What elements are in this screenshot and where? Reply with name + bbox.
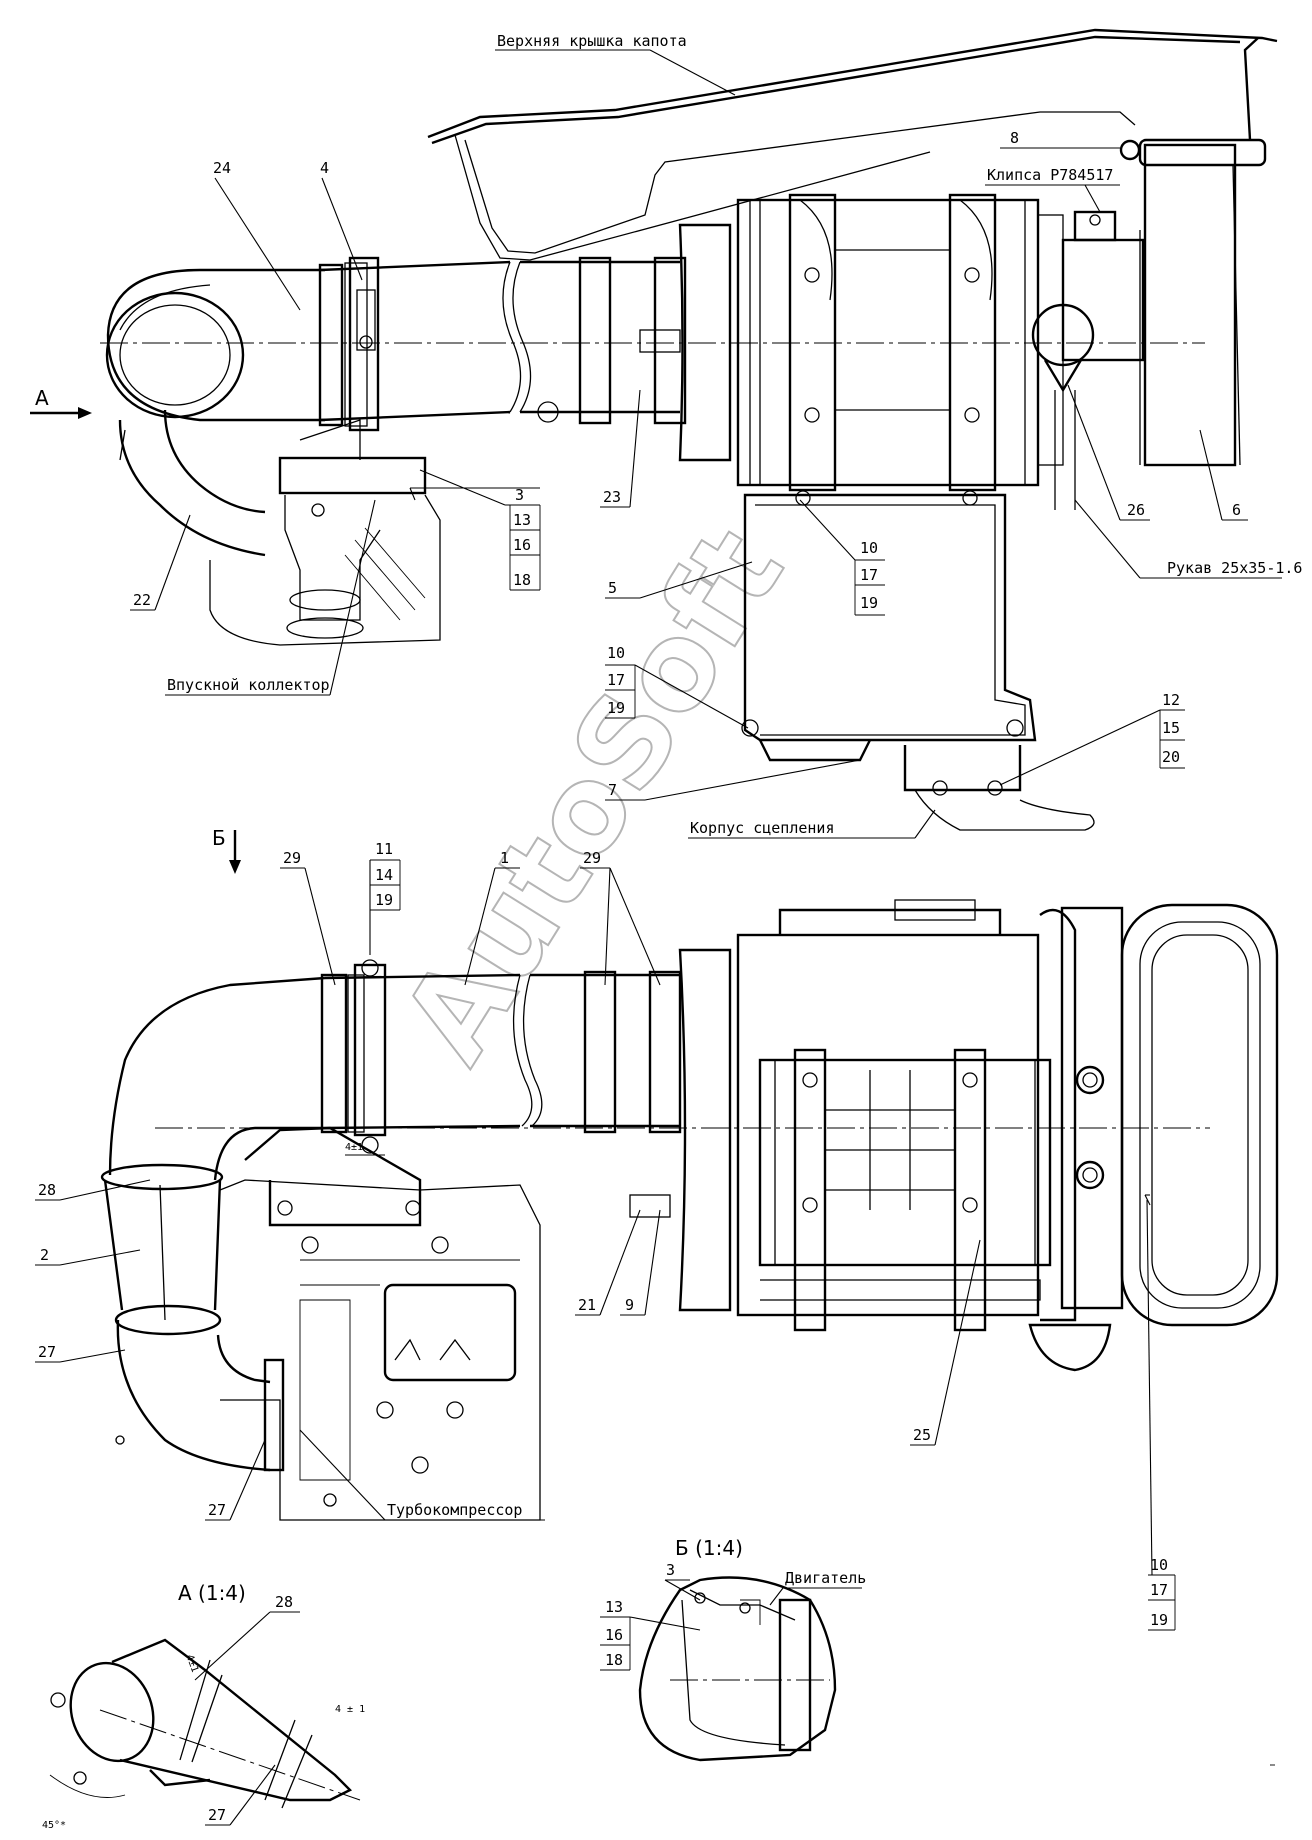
view-arrow-b: Б [212, 826, 241, 874]
bolt-8 [1119, 139, 1141, 161]
stack6-item-2: 17 [1150, 1581, 1168, 1599]
view-label-a: А [35, 386, 49, 410]
callout-6: 6 [1232, 501, 1241, 519]
hood-top-cover [427, 28, 1278, 261]
elbow-pipe-upper [105, 268, 325, 557]
stack5-item-1: 11 [375, 840, 393, 858]
label-clutch-housing: Корпус сцепления [690, 819, 835, 837]
clamp-4 [356, 289, 376, 351]
stack6-item-3: 19 [1150, 1611, 1168, 1629]
dimension-gap-a1: 4±1 [184, 1653, 201, 1674]
callout-stack-11-14-19: 11 14 19 [369, 840, 401, 955]
stack7-item-2: 16 [605, 1626, 623, 1644]
pipe-23 [520, 256, 687, 425]
section-b-detail: Б (1:4) Двигатель 3 13 16 18 [600, 1536, 866, 1762]
callout-21: 21 [578, 1296, 596, 1314]
callout-7: 7 [608, 781, 617, 799]
section-a-title: А (1:4) [178, 1581, 246, 1605]
callout-1: 1 [500, 849, 509, 867]
label-clip: Клипса Р784517 [987, 166, 1113, 184]
callout-29a: 29 [283, 849, 301, 867]
label-engine: Двигатель [785, 1569, 866, 1587]
callout-9: 9 [625, 1296, 634, 1314]
stack6-item-1: 10 [1150, 1556, 1168, 1574]
pipe-1: 4±1 [320, 959, 682, 1156]
stack2-item-3: 19 [860, 594, 878, 612]
dimension-gap-main: 4±1 [345, 1142, 363, 1153]
callout-stack-10-17-19-c: 10 17 19 [1144, 1194, 1176, 1631]
callout-23: 23 [603, 488, 621, 506]
air-filter-lower [629, 899, 1279, 1372]
dimension-gap-a2: 4 ± 1 [335, 1704, 365, 1715]
air-intake-hood-6 [1138, 138, 1267, 467]
stack4-item-1: 12 [1162, 691, 1180, 709]
clip-bracket [1073, 210, 1117, 242]
callout-27c: 27 [208, 1806, 226, 1824]
callout-26: 26 [1127, 501, 1145, 519]
dimension-angle: 45°* [42, 1820, 66, 1831]
callout-stack-12-15-20: 12 15 20 [999, 691, 1185, 786]
air-filter-upper [678, 193, 1145, 492]
stack7-item-1: 13 [605, 1598, 623, 1616]
stack3-item-3: 19 [607, 699, 625, 717]
upper-view: А Верхняя крышка капота Клипса Р784517 В… [30, 28, 1302, 839]
callout-3b: 3 [666, 1561, 675, 1579]
callout-28a: 28 [275, 1593, 293, 1611]
stack3-item-1: 10 [607, 644, 625, 662]
callout-stack-3-13-16-18: 3 13 16 18 [409, 469, 541, 591]
stack4-item-3: 20 [1162, 748, 1180, 766]
pipe-24 [318, 256, 532, 432]
bracket-5 [741, 490, 1037, 742]
callout-5: 5 [608, 579, 617, 597]
stack5-item-3: 19 [375, 891, 393, 909]
callout-28b: 28 [38, 1181, 56, 1199]
stack1-item-4: 18 [513, 571, 531, 589]
stack3-item-2: 17 [607, 671, 625, 689]
dust-valve-26 [1031, 303, 1095, 510]
section-a-detail: А (1:4) 45°* 4±1 4 ± 1 28 27 [42, 1581, 365, 1831]
section-b-title: Б (1:4) [675, 1536, 743, 1560]
callout-2: 2 [40, 1246, 49, 1264]
stack4-item-2: 15 [1162, 719, 1180, 737]
callout-4: 4 [320, 159, 329, 177]
callout-27a: 27 [38, 1343, 56, 1361]
callout-stack-10-17-19-b: 10 17 19 [605, 644, 749, 729]
label-hood-top-cover: Верхняя крышка капота [497, 32, 687, 50]
intake-manifold [209, 419, 441, 646]
stack2-item-1: 10 [860, 539, 878, 557]
elbow-pipe-lower [100, 976, 326, 1472]
view-label-b: Б [212, 826, 226, 850]
label-hose: Рукав 25х35-1.6 [1167, 559, 1302, 577]
stack7-item-3: 18 [605, 1651, 623, 1669]
stack2-item-2: 17 [860, 566, 878, 584]
callout-stack-10-17-19-a: 10 17 19 [799, 499, 885, 616]
engine-block-lower [219, 1126, 541, 1521]
callout-8: 8 [1010, 129, 1019, 147]
lower-view: Б [35, 826, 1279, 1631]
bracket-7 [758, 739, 1095, 831]
callout-stack-13-16-18: 13 16 18 [600, 1598, 701, 1671]
callout-22: 22 [133, 591, 151, 609]
callout-24: 24 [213, 159, 231, 177]
callout-27b: 27 [208, 1501, 226, 1519]
label-turbocharger: Турбокомпрессор [387, 1501, 522, 1519]
view-arrow-a: А [30, 386, 92, 419]
stack5-item-2: 14 [375, 866, 393, 884]
callout-29b: 29 [583, 849, 601, 867]
stack1-item-1: 3 [515, 486, 524, 504]
label-intake-manifold: Впускной коллектор [167, 676, 330, 694]
stack1-item-2: 13 [513, 511, 531, 529]
callout-25: 25 [913, 1426, 931, 1444]
stack1-item-3: 16 [513, 536, 531, 554]
